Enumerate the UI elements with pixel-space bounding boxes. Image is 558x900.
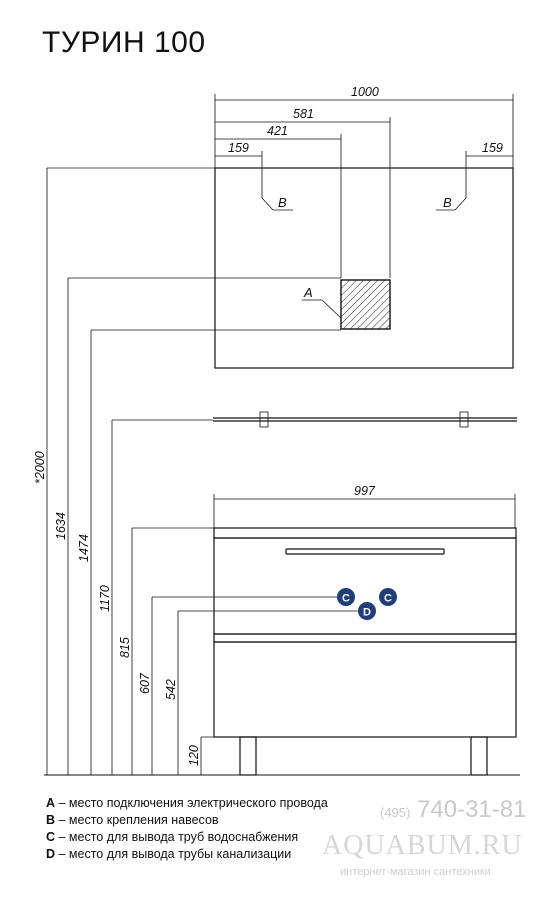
dim-vertical-542 (177, 610, 360, 775)
dim-vertical-120 (200, 736, 240, 775)
dim-text-1170: 1170 (98, 585, 112, 612)
dim-text-815: 815 (118, 637, 132, 658)
legend-item-b: B – место крепления навесов (46, 812, 328, 829)
watermark-shop: интернет-магазин сантехники (340, 866, 491, 878)
legend-item-a: A – место подключения электрического про… (46, 795, 328, 812)
watermark-phone-prefix: (495) (380, 805, 411, 820)
watermark-phone-number: 740-31-81 (410, 796, 527, 823)
shelf (213, 411, 517, 428)
dim-text-421: 421 (267, 124, 288, 138)
dim-vertical-1634 (67, 277, 341, 775)
legend-key: D (46, 847, 56, 861)
dim-text-607: 607 (138, 672, 152, 694)
dim-vertical-815 (131, 527, 214, 775)
dim-line-997 (213, 494, 516, 528)
dim-text-2000: *2000 (33, 451, 47, 484)
dim-line-581 (215, 117, 391, 278)
legend-text: – место крепления навесов (55, 813, 219, 827)
dim-line-159-right (436, 151, 513, 211)
watermark-site: AQUABUM.RU (322, 830, 523, 861)
label-b-left: B (278, 195, 287, 210)
legend-item-c: C – место для вывода труб водоснабжения (46, 829, 328, 846)
dim-line-421 (215, 134, 342, 278)
dim-text-159-left: 159 (228, 141, 249, 155)
dim-text-542: 542 (164, 679, 178, 700)
dim-line-159-left (215, 151, 293, 211)
legend-key: A (46, 796, 56, 810)
legend-text: – место подключения электрического прово… (55, 796, 328, 810)
dim-vertical-1474 (90, 329, 341, 775)
legend-key: C (46, 830, 56, 844)
dim-text-120: 120 (187, 745, 201, 766)
dim-text-1634: 1634 (54, 512, 68, 540)
dim-text-159-right: 159 (482, 141, 503, 155)
legend-text: – место для вывода труб водоснабжения (55, 830, 299, 844)
label-d: D (363, 607, 371, 619)
watermark-phone: (495) 740-31-81 (380, 796, 526, 824)
legend-item-d: D – место для вывода трубы канализации (46, 846, 328, 863)
legend: A – место подключения электрического про… (46, 795, 328, 863)
marker-c-left: C (337, 588, 355, 606)
dim-line-1000 (214, 94, 514, 168)
dim-text-1000: 1000 (351, 85, 379, 99)
label-c-right: C (384, 593, 392, 605)
cabinet (213, 527, 517, 776)
dim-text-997: 997 (354, 484, 376, 498)
legend-key: B (46, 813, 56, 827)
marker-d: D (358, 602, 376, 620)
dim-text-1474: 1474 (77, 534, 91, 562)
legend-text: – место для вывода трубы канализации (55, 847, 292, 861)
dim-text-581: 581 (293, 107, 314, 121)
mirror (214, 167, 514, 369)
label-a: A (303, 285, 313, 300)
dim-vertical-2000 (46, 167, 215, 775)
leader-a (302, 299, 342, 319)
marker-c-right: C (379, 588, 397, 606)
dim-vertical-607 (151, 596, 340, 775)
dim-vertical-1170 (111, 419, 213, 775)
label-c-left: C (342, 593, 350, 605)
label-b-right: B (443, 195, 452, 210)
page-title: ТУРИН 100 (42, 26, 206, 59)
socket-zone-a (340, 279, 391, 330)
